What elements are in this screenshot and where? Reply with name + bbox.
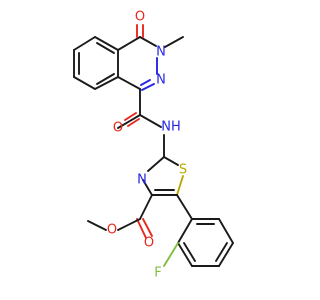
fluorine-label: F [154, 266, 161, 281]
molecule-structure: O N N O NH N S O O F [73, 10, 234, 281]
nh-label: NH [161, 120, 181, 135]
pyridazinone-ring [117, 36, 184, 91]
oxygen-label-carbonyl: O [144, 236, 154, 251]
sulfur-label: S [179, 163, 187, 178]
nitrogen-label-ring: N [156, 73, 166, 88]
nitrogen-label-methyl: N [156, 45, 166, 60]
amide-linker [117, 88, 165, 158]
nitrogen-label-thiazole: N [137, 173, 147, 188]
thiazole-ring [142, 156, 184, 196]
ring-carbonyl [136, 24, 144, 38]
fluorophenyl-ring [163, 194, 234, 267]
benzo-ring [73, 36, 119, 90]
oxygen-label-amide: O [113, 121, 123, 136]
oxygen-label-ring: O [135, 10, 145, 25]
oxygen-label-ester: O [107, 223, 117, 238]
methyl-ester [87, 194, 153, 239]
